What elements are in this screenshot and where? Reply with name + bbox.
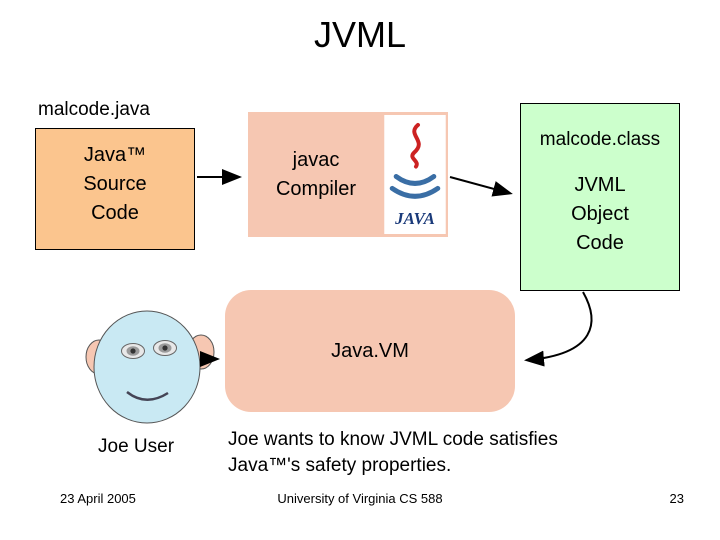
left-eye: [121, 343, 145, 359]
joe-user-face-illustration: [85, 310, 215, 424]
java-source-text: Java™ Source Code: [83, 144, 147, 224]
class-file-label: malcode.class: [539, 129, 661, 150]
java-logo-icon: JAVA: [384, 115, 446, 234]
arrow-object-to-jvm: [524, 291, 593, 367]
joe-user-label: Joe User: [98, 436, 175, 457]
arrow-compiler-to-object: [449, 176, 513, 197]
caption-text: Joe wants to know JVML code satisfies Ja…: [228, 429, 558, 476]
java-vm-box: Java.VM: [225, 290, 515, 412]
object-code-box: malcode.class JVML Object Code: [520, 103, 680, 291]
slide-title: JVML: [313, 14, 407, 55]
mouth: [126, 390, 169, 401]
java-vm-text: Java.VM: [331, 339, 409, 362]
face-head: [93, 310, 201, 424]
java-source-box: Java™ Source Code: [35, 128, 195, 250]
javac-compiler-text: javac Compiler: [275, 148, 357, 200]
javac-compiler-box: javac Compiler JAVA: [248, 112, 448, 237]
object-code-text: JVML Object Code: [571, 174, 629, 254]
footer-institution: University of Virginia CS 588: [277, 491, 443, 506]
footer-date: 23 April 2005: [60, 491, 136, 506]
source-file-label: malcode.java: [38, 99, 150, 120]
right-eye: [153, 340, 177, 356]
java-logo-text: JAVA: [394, 209, 435, 228]
footer-page-number: 23: [669, 491, 684, 506]
